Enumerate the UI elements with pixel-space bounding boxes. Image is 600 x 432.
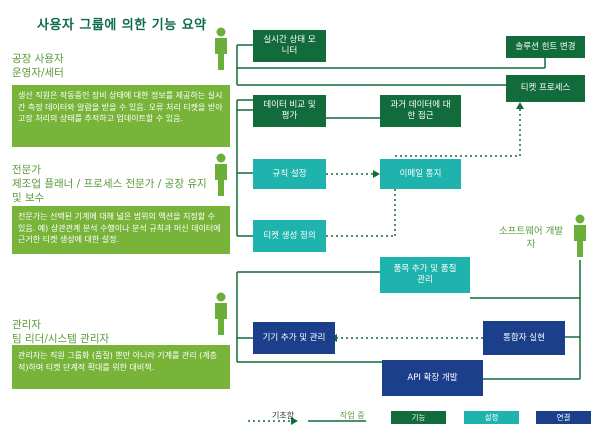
factory-user-person-icon (215, 27, 227, 70)
add-part-box: 품목 추가 및 품질 관리 (380, 257, 470, 293)
factory-user-name: 공장 사용자 (12, 53, 64, 65)
admin-person-icon (215, 292, 227, 335)
legend-function: 기능 (391, 411, 446, 424)
legend-in-work: 작업 중 (340, 411, 365, 420)
integrator-box: 통합자 실현 (483, 321, 565, 355)
legend-setting: 설정 (464, 411, 519, 424)
factory-user-description: 생산 직원은 작동중인 장비 상태에 대한 정보를 제공하는 실시간 측정 데이… (12, 85, 230, 147)
data-compare-box: 데이터 비교 및 평가 (253, 95, 326, 127)
factory-user-role: 공장 사용자 운영자/세터 (12, 52, 202, 80)
software-developer-role: 소프트웨어 개발자 (496, 225, 566, 251)
expert-description: 전문가는 선택된 기계에 대해 넓은 범위의 액션을 지정할 수 있음. 예) … (12, 206, 230, 254)
legend-basic: 기초함 (272, 411, 295, 420)
software-developer-name: 소프트웨어 개발자 (498, 226, 564, 250)
past-data-box: 과거 데이터에 대한 접근 (380, 95, 461, 127)
ticket-define-box: 티켓 생성 정의 (253, 220, 326, 252)
expert-role: 전문가 제조업 플래너 / 프로세스 전문가 / 공장 유지 및 보수 (12, 163, 212, 205)
admin-role: 관리자 팀 리더/시스템 관리자 (12, 318, 212, 346)
software-developer-person-icon (574, 214, 586, 257)
email-notify-box: 이메일 통지 (380, 159, 461, 189)
realtime-monitor-box: 실시간 상태 모니터 (253, 30, 326, 62)
legend-connection: 연결 (536, 411, 591, 424)
diagram-title: 사용자 그룹에 의한 기능 요약 (37, 18, 207, 33)
expert-person-icon (215, 153, 227, 196)
add-device-box: 기기 추가 및 관리 (253, 322, 335, 354)
solution-hint-box: 솔루션 힌트 변경 (506, 36, 585, 58)
rule-setting-box: 규칙 설정 (253, 159, 326, 189)
factory-user-sub: 운영자/세터 (12, 67, 64, 79)
expert-sub: 제조업 플래너 / 프로세스 전문가 / 공장 유지 및 보수 (12, 178, 207, 204)
admin-sub: 팀 리더/시스템 관리자 (12, 333, 110, 345)
admin-name: 관리자 (12, 319, 41, 331)
expert-name: 전문가 (12, 164, 41, 176)
ticket-process-box: 티켓 프로세스 (506, 75, 585, 102)
api-extension-box: API 확장 개발 (382, 360, 483, 396)
admin-description: 관리자는 직원 그룹화 (품질) 뿐만 아니라 기계를 관리 (계층적)하며 티… (12, 345, 230, 389)
